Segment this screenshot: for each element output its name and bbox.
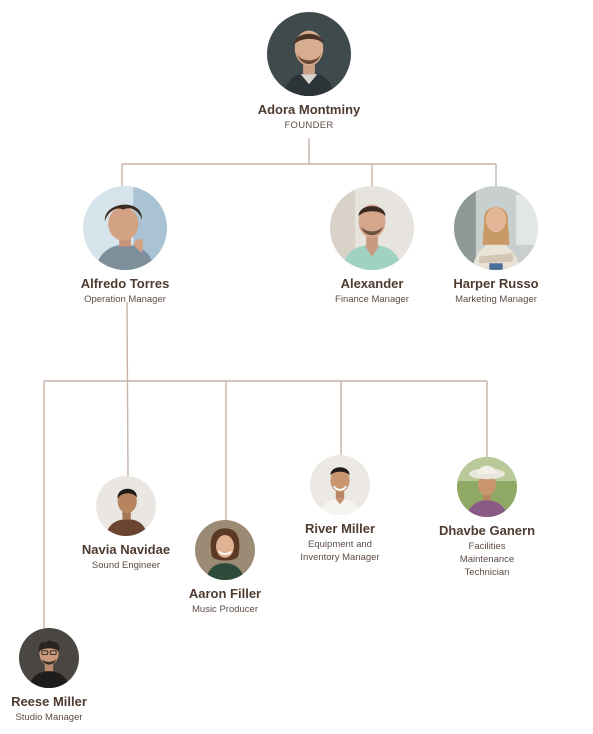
- node-reese-miller: Reese Miller Studio Manager: [0, 628, 134, 724]
- avatar: [457, 457, 517, 517]
- person-role: Equipment and Inventory Manager: [300, 539, 380, 563]
- person-role: Marketing Manager: [455, 294, 537, 305]
- avatar: [330, 186, 414, 270]
- avatar: [83, 186, 167, 270]
- person-name: Alfredo Torres: [80, 276, 170, 291]
- node-harper-russo: Harper Russo Marketing Manager: [411, 186, 581, 306]
- avatar: [195, 520, 255, 580]
- person-name: Dhavbe Ganern: [438, 523, 536, 538]
- avatar: [454, 186, 538, 270]
- node-alfredo-torres: Alfredo Torres Operation Manager: [40, 186, 210, 306]
- node-dhavbe-ganern: Dhavbe Ganern Facilities Maintenance Tec…: [402, 457, 572, 579]
- person-name: Aaron Filler: [188, 586, 262, 601]
- node-alexander: Alexander Finance Manager: [287, 186, 457, 306]
- person-role: FOUNDER: [284, 120, 334, 131]
- node-aaron-filler: Aaron Filler Music Producer: [140, 520, 310, 616]
- person-role: Music Producer: [192, 604, 258, 615]
- avatar: [310, 455, 370, 515]
- node-navia-navidae: Navia Navidae Sound Engineer: [41, 476, 211, 572]
- person-name: Navia Navidae: [81, 542, 171, 557]
- person-name: River Miller: [304, 521, 376, 536]
- person-name: Reese Miller: [11, 694, 87, 709]
- person-role: Finance Manager: [335, 294, 409, 305]
- person-role: Facilities Maintenance Technician: [459, 541, 515, 578]
- person-name: Alexander: [340, 276, 404, 291]
- node-adora-montminy: Adora Montminy FOUNDER: [224, 12, 394, 132]
- avatar: [267, 12, 351, 96]
- avatar: [19, 628, 79, 688]
- connector-line: [126, 301, 129, 477]
- node-river-miller: River Miller Equipment and Inventory Man…: [255, 455, 425, 564]
- person-role: Studio Manager: [15, 712, 83, 723]
- person-name: Adora Montminy: [257, 102, 361, 117]
- avatar: [96, 476, 156, 536]
- person-role: Operation Manager: [84, 294, 166, 305]
- person-role: Sound Engineer: [91, 560, 161, 571]
- person-name: Harper Russo: [453, 276, 539, 291]
